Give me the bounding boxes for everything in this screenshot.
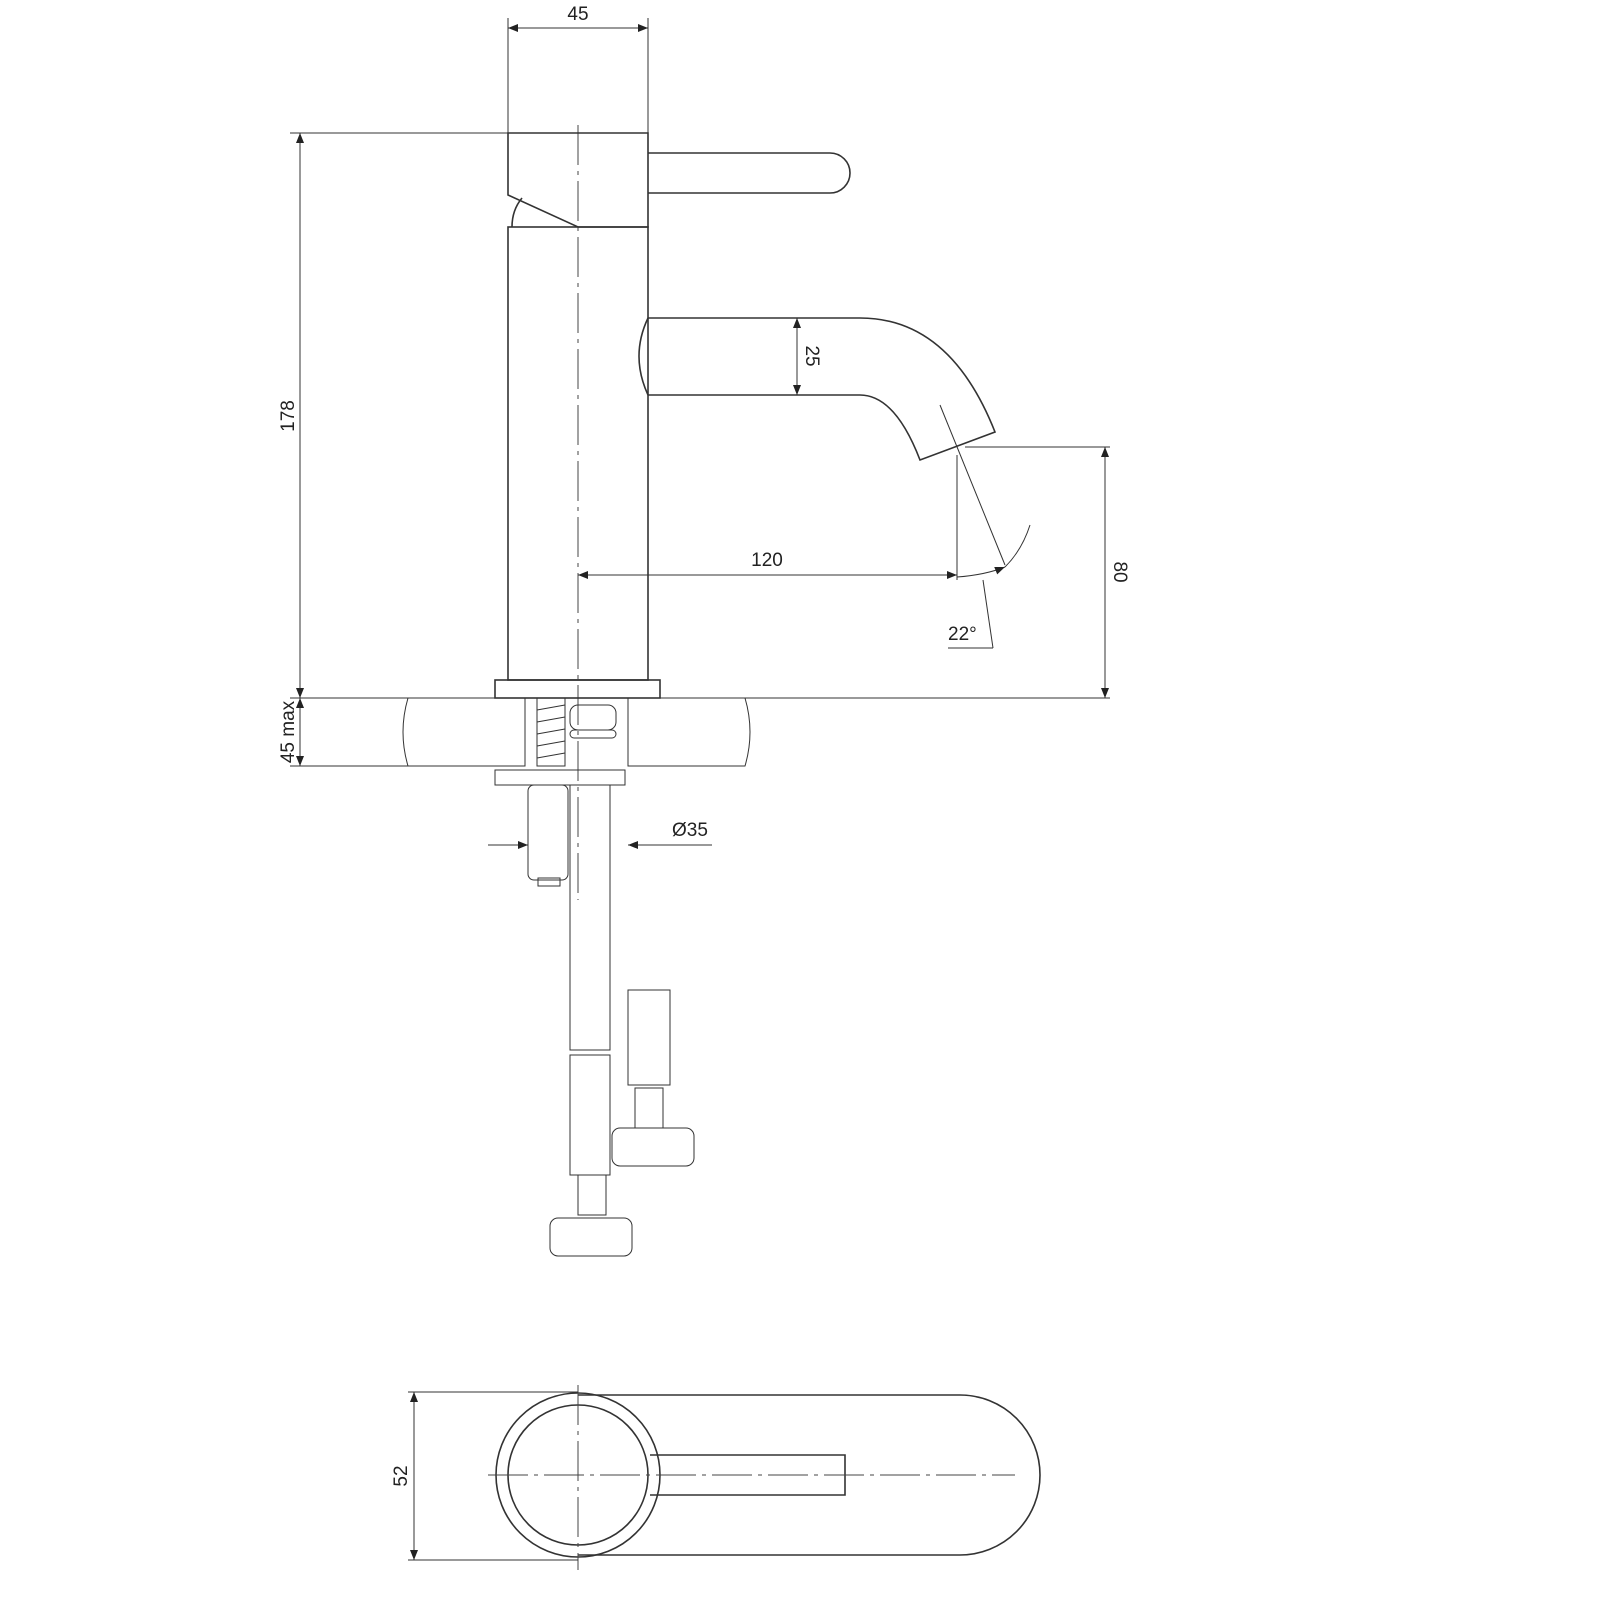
supply-hoses xyxy=(527,784,695,1257)
spout-joint xyxy=(638,317,649,396)
dim-spout-reach: 120 xyxy=(751,550,783,571)
lever-handle xyxy=(648,152,851,194)
faucet-top-view xyxy=(488,1385,1041,1570)
dim-body-width: 45 xyxy=(567,4,588,25)
dim-hole-diameter: Ø35 xyxy=(672,820,708,841)
dim-total-height: 178 xyxy=(278,400,299,432)
dim-top-view-width: 52 xyxy=(391,1465,412,1486)
spout xyxy=(648,317,997,462)
countertop-section xyxy=(402,697,751,786)
dim-spout-angle: 22° xyxy=(948,624,977,645)
faucet-side-view xyxy=(494,132,997,699)
dim-spout-diameter: 25 xyxy=(801,345,822,366)
cap-curve xyxy=(511,197,523,228)
dimension-lines xyxy=(290,18,1110,1561)
base-plate xyxy=(494,679,661,699)
dim-spout-height: 80 xyxy=(1109,561,1130,582)
dim-counter-thickness: 45 max xyxy=(278,700,299,763)
